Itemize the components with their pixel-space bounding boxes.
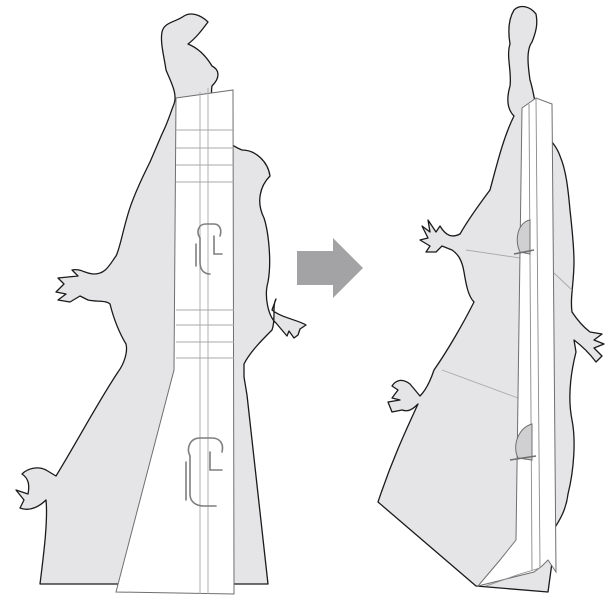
hook-clip-icon-left-lower [185,437,224,507]
left-standee [15,13,307,595]
hook-clip-icon-right-lower [509,423,537,461]
hook-clip-icon-left-upper [195,223,223,275]
arrow-right-icon [297,238,363,298]
panel-edges-right [485,97,541,587]
easel-panel-left [115,89,235,595]
standee-silhouette-right [377,5,605,593]
right-standee [377,5,605,593]
hook-clip-icon-right-upper [513,219,535,255]
panel-lines-left [176,88,234,594]
